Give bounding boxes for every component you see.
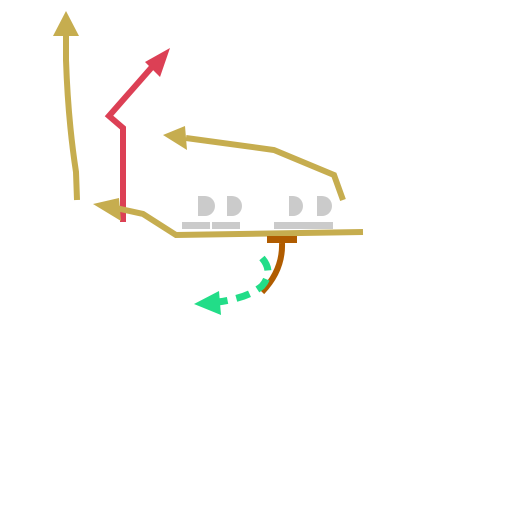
lineman-right-tackle xyxy=(302,196,333,229)
red-slant-route xyxy=(104,48,170,222)
green-swing-route xyxy=(194,255,272,315)
crossing-route xyxy=(163,126,346,202)
left-flat-route xyxy=(93,198,364,239)
lineman-left-tackle xyxy=(182,196,215,229)
lineman-right-guard xyxy=(274,196,303,229)
arrowhead-icon xyxy=(145,48,170,77)
arrowhead-icon xyxy=(194,291,221,315)
block-bar xyxy=(267,236,297,243)
arrowhead-icon xyxy=(53,11,79,36)
arrowhead-icon xyxy=(93,198,121,221)
lineman-left-guard xyxy=(212,196,242,229)
arrowhead-icon xyxy=(163,126,187,150)
qb-block-route xyxy=(259,236,297,295)
linemen-group xyxy=(182,196,333,229)
left-vertical-route xyxy=(53,11,80,201)
